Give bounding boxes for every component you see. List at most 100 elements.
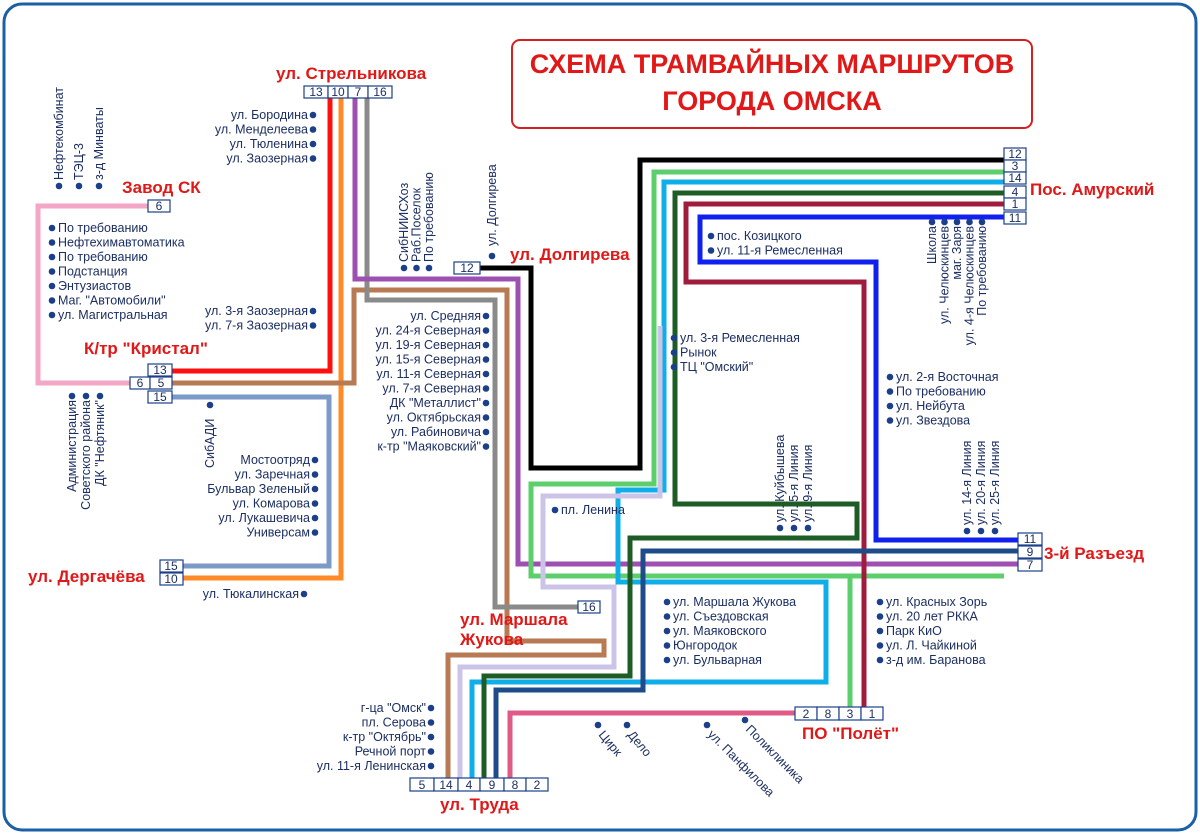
stop-dot [427,762,435,770]
stop-dot [309,307,317,315]
stop-label: ул. 11-я Ленинская [317,759,426,773]
route-9-line [493,548,1018,780]
stop-dot [670,349,678,356]
terminal-kristal: К/тр "Кристал" [84,339,208,358]
route-number: 4 [1012,185,1019,199]
route-number: 10 [331,85,345,99]
stop-dot [776,524,784,532]
stop-label: ул. Бородина [231,108,308,122]
stop-dot [963,527,971,535]
stop-label: ул. Маршала Жукова [673,595,796,609]
stop-label: пос. Козицкого [717,229,802,243]
stop-dot [928,218,936,226]
terminal-zhukova-text-2: Жукова [459,630,524,649]
stop-dot [413,264,420,272]
stop-dot [55,182,63,190]
terminal-polet: ПО "Полёт" [802,724,899,743]
stop-label-vertical: Нефтекомбинат [52,87,66,180]
stop-label: ул. Заречная [235,468,310,482]
stop-label-vertical: ул. Куйбышева [773,435,787,522]
terminal-labels: ул. Стрельникова Завод СК К/тр "Кристал"… [28,64,1154,814]
zavod-sk-route-box: 6 [147,199,171,213]
dergacheva-route-box: 15 10 [159,559,184,586]
stop-dot [977,527,985,535]
stop-label-vertical: ул. 5-я Линия [787,445,801,522]
stop-dot [551,506,559,514]
stop-label-vertical: ул. Челюскинцев [938,226,952,324]
stop-dot [427,748,435,755]
stop-label: По требованию [58,250,148,264]
stop-dot [48,253,56,261]
stop-label: Юнгородок [673,639,738,653]
stop-label: ул. Съездовская [673,610,769,624]
stop-label: ул. 20 лет РККА [886,610,979,624]
route-number: 2 [534,778,541,792]
stop-dot [48,311,56,319]
stop-dot [978,218,986,226]
stop-label-vertical: По требованию [422,172,436,262]
stop-label-vertical: Советского района [79,400,93,510]
stop-dot [707,232,715,240]
stop-dot [886,417,894,424]
route-number: 10 [164,572,178,586]
stop-label-vertical: ДК "Нефтяник" [93,400,107,486]
stop-dot [482,399,490,407]
stop-label-vertical: СибНИИСХоз [397,183,411,262]
stop-label-vertical: ул. 20-я Линия [974,441,988,525]
stop-label: Речной порт [355,745,427,759]
route-4-line [481,190,1004,780]
stop-label-vertical: ул. 25-я Линия [988,441,1002,525]
stop-dot [311,485,319,493]
terminal-zhukova: ул. Маршала Жукова [459,610,572,649]
route-number: 15 [164,559,178,573]
stop-label: ул. 11-я Ремесленная [717,244,843,258]
stop-dot [311,529,319,536]
stop-dot [663,598,671,606]
dolgireva-route-box: 12 [453,261,481,275]
route-10-line [183,96,344,581]
route-number: 5 [419,778,426,792]
stop-dot [670,334,678,342]
stop-label: Рынок [680,346,717,360]
stop-dot [663,627,671,635]
route-15-line [172,394,332,569]
stop-label: Парк КиО [886,624,942,638]
stop-label: к-тр "Маяковский" [377,440,481,454]
stop-dot [953,218,961,226]
stop-label: Универсам [247,526,310,540]
kristal-route-box: 13 6 5 15 [129,363,173,404]
stop-label: ул. Средняя [410,309,481,323]
route-number: 7 [355,85,362,99]
stop-dot [311,514,319,522]
route-number: 6 [137,376,144,390]
stop-dot [488,252,496,260]
stop-dot [48,282,56,290]
razezd-route-box: 11 9 7 [1017,532,1043,572]
stop-dot [886,373,894,381]
title-line-2: ГОРОДА ОМСКА [662,86,881,116]
stop-dot [876,656,884,664]
stop-label: ул. 3-я Заозерная [205,304,308,318]
stop-label: ул. Комарова [233,497,310,511]
stop-dot [48,239,56,246]
terminal-zhukova-text: ул. Маршала [460,610,568,629]
stop-dot [482,327,490,334]
stop-label-vertical: маг. Заря [950,226,964,280]
route-number: 12 [1008,147,1022,161]
stop-label: ДК "Металлист" [390,396,481,410]
route-boxes: 13 10 7 16 6 13 6 5 15 12 12 3 14 4 1 11… [129,85,1043,792]
stop-dot [311,456,319,464]
terminal-dergacheva: ул. Дергачёва [28,567,145,586]
stop-dot [804,524,812,532]
stop-dot [703,721,711,729]
stop-label: ул. Л. Чайкиной [886,639,977,653]
polet-route-box: 2 8 3 1 [794,706,884,721]
route-number: 3 [847,707,854,721]
route-number: 9 [1027,545,1034,559]
stop-label: пл. Серова [362,716,426,730]
stop-label: ул. Маяковского [673,624,767,638]
stop-label: ул. Заозерная [226,152,308,166]
stop-dot [75,182,83,190]
stop-dot [309,111,317,119]
